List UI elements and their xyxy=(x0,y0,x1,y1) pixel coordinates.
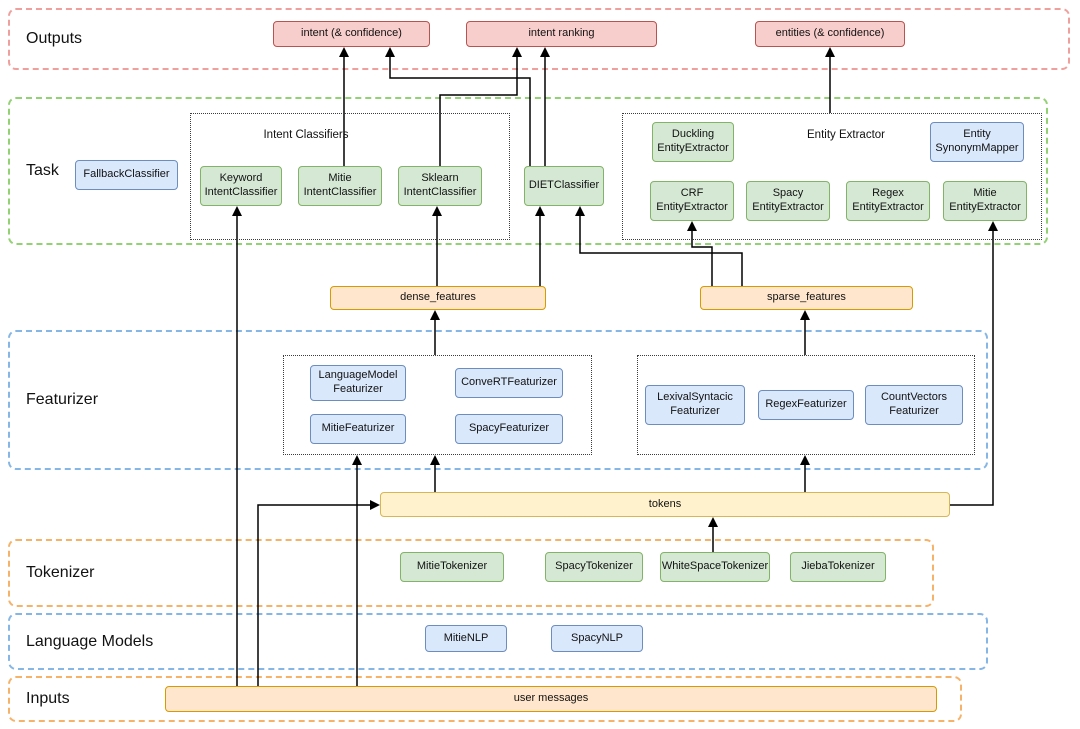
node-mitie-entity-extractor: Mitie EntityExtractor xyxy=(943,181,1027,221)
node-mitie-nlp: MitieNLP xyxy=(425,625,507,652)
language-models-band-label: Language Models xyxy=(26,632,154,650)
group-intent-classifiers: Intent Classifiers xyxy=(190,113,510,240)
node-entities-confidence: entities (& confidence) xyxy=(755,21,905,47)
node-mitie-featurizer: MitieFeaturizer xyxy=(310,414,406,444)
node-entity-synonym-mapper: Entity SynonymMapper xyxy=(930,122,1024,162)
node-sklearn-intent-classifier: Sklearn IntentClassifier xyxy=(398,166,482,206)
node-dense-features: dense_features xyxy=(330,286,546,310)
node-diet-classifier: DIETClassifier xyxy=(524,166,604,206)
outputs-band-label: Outputs xyxy=(26,30,83,47)
outputs-band: Outputs xyxy=(8,8,1070,70)
node-whitespace-tokenizer: WhiteSpaceTokenizer xyxy=(660,552,770,582)
node-duckling-entity-extractor: Duckling EntityExtractor xyxy=(652,122,734,162)
node-regex-entity-extractor: Regex EntityExtractor xyxy=(846,181,930,221)
node-spacy-featurizer: SpacyFeaturizer xyxy=(455,414,563,444)
node-intent-confidence: intent (& confidence) xyxy=(273,21,430,47)
tokenizer-band-label: Tokenizer xyxy=(26,564,95,581)
node-mitie-intent-classifier: Mitie IntentClassifier xyxy=(298,166,382,206)
node-fallback-classifier: FallbackClassifier xyxy=(75,160,178,190)
group-entity-extractor: Entity Extractor xyxy=(622,113,1042,240)
inputs-band: Inputs xyxy=(8,676,962,722)
node-intent-ranking: intent ranking xyxy=(466,21,657,47)
node-spacy-tokenizer: SpacyTokenizer xyxy=(545,552,643,582)
node-tokens: tokens xyxy=(380,492,950,517)
node-keyword-intent-classifier: Keyword IntentClassifier xyxy=(200,166,282,206)
node-convert-featurizer: ConveRTFeaturizer xyxy=(455,368,563,398)
task-band-label: Task xyxy=(26,162,59,179)
node-jieba-tokenizer: JiebaTokenizer xyxy=(790,552,886,582)
node-regex-featurizer: RegexFeaturizer xyxy=(758,390,854,420)
node-count-vectors-featurizer: CountVectors Featurizer xyxy=(865,385,963,425)
language-models-band: Language Models xyxy=(8,613,988,670)
inputs-band-label: Inputs xyxy=(26,690,70,707)
node-mitie-tokenizer: MitieTokenizer xyxy=(400,552,504,582)
tokenizer-band: Tokenizer xyxy=(8,539,934,607)
node-lexical-syntactic-featurizer: LexivalSyntacic Featurizer xyxy=(645,385,745,425)
group-dense-featurizers xyxy=(283,355,592,455)
node-language-model-featurizer: LanguageModel Featurizer xyxy=(310,365,406,401)
node-crf-entity-extractor: CRF EntityExtractor xyxy=(650,181,734,221)
node-sparse-features: sparse_features xyxy=(700,286,913,310)
node-spacy-entity-extractor: Spacy EntityExtractor xyxy=(746,181,830,221)
group-entity-extractor-label: Entity Extractor xyxy=(807,129,885,141)
featurizer-band-label: Featurizer xyxy=(26,391,99,408)
node-spacy-nlp: SpacyNLP xyxy=(551,625,643,652)
node-user-messages: user messages xyxy=(165,686,937,712)
group-intent-classifiers-label: Intent Classifiers xyxy=(263,129,349,141)
